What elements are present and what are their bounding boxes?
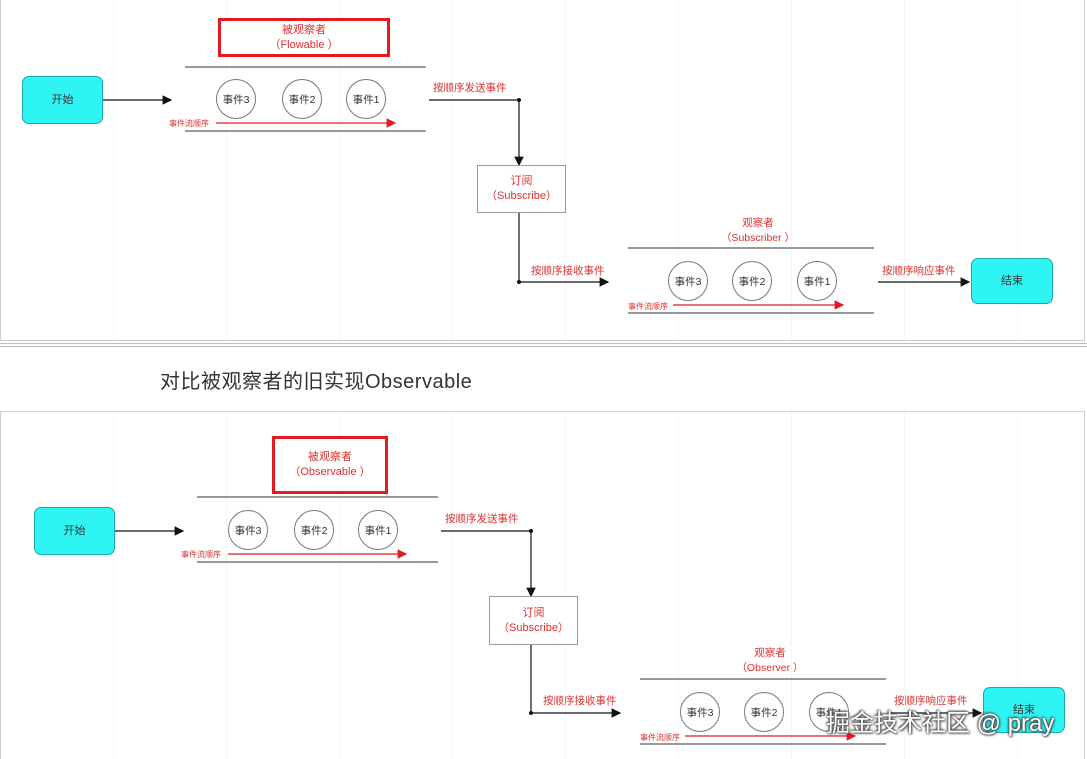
receive-events-label: 按顺序接收事件 <box>531 265 605 277</box>
start-label: 开始 <box>51 93 74 106</box>
start-node: 开始 <box>22 76 103 124</box>
send-connector <box>441 530 536 598</box>
event-label: 事件3 <box>686 706 714 719</box>
subscribe-node: 订阅 （Subscribe） <box>489 596 578 645</box>
send-events-label: 按顺序发送事件 <box>433 82 507 94</box>
event-label: 事件3 <box>234 524 262 537</box>
observable-diagram-panel: 开始 被观察者 （Observable ） 事件3 事件2 事件1 事件流顺序 … <box>0 411 1085 759</box>
end-label: 结束 <box>1013 703 1035 716</box>
subscribe-title: 订阅 <box>522 606 545 619</box>
observer-event-1-node: 事件1 <box>797 261 837 301</box>
event-label: 事件2 <box>288 93 316 106</box>
receive-events-label: 按顺序接收事件 <box>543 695 617 707</box>
subscribe-subtitle: （Subscribe） <box>486 190 557 202</box>
respond-events-label: 按顺序响应事件 <box>894 695 968 707</box>
observable-subtitle: （Observable ） <box>289 466 371 478</box>
flowable-diagram-panel: 开始 被观察者 （Flowable ） 事件3 事件2 事件1 事件流顺序 按顺… <box>0 0 1085 341</box>
observable-title: 被观察者 <box>282 23 326 36</box>
observable-connectors <box>115 496 983 745</box>
event-label: 事件1 <box>352 93 380 106</box>
start-label: 开始 <box>63 524 86 537</box>
observer-flow-label: 事件流顺序 <box>640 733 680 742</box>
divider <box>0 343 1087 344</box>
event-1-node: 事件1 <box>358 510 398 550</box>
end-node: 结束 <box>971 258 1053 304</box>
observer-title: 观察者 <box>742 217 774 229</box>
observer-flow-label: 事件流顺序 <box>628 302 668 311</box>
observable-highlight-box: 被观察者 （Observable ） <box>272 436 388 494</box>
grid-background <box>1 412 1084 759</box>
observable-subtitle: （Flowable ） <box>269 38 339 51</box>
observer-heading: 观察者 （Observer ） <box>690 646 850 676</box>
event-flow-label: 事件流顺序 <box>181 550 221 559</box>
section-title: 对比被观察者的旧实现Observable <box>160 371 473 393</box>
event-label: 事件1 <box>815 706 843 719</box>
event-3-node: 事件3 <box>228 510 268 550</box>
event-label: 事件2 <box>738 275 766 288</box>
observer-event-3-node: 事件3 <box>668 261 708 301</box>
subscribe-node: 订阅 （Subscribe） <box>477 165 566 213</box>
event-label: 事件1 <box>803 275 831 288</box>
observable-highlight-box: 被观察者 （Flowable ） <box>218 18 390 57</box>
observer-subtitle: （Subscriber ） <box>720 232 796 244</box>
observer-title: 观察者 <box>754 647 786 659</box>
event-1-node: 事件1 <box>346 79 386 119</box>
event-3-node: 事件3 <box>216 79 256 119</box>
end-label: 结束 <box>1001 274 1023 287</box>
end-node: 结束 <box>983 687 1065 733</box>
start-node: 开始 <box>34 507 115 555</box>
divider <box>0 346 1087 347</box>
event-2-node: 事件2 <box>282 79 322 119</box>
event-label: 事件3 <box>222 93 250 106</box>
event-label: 事件3 <box>674 275 702 288</box>
flowable-connectors <box>103 66 971 314</box>
send-events-label: 按顺序发送事件 <box>445 513 519 525</box>
observer-event-3-node: 事件3 <box>680 692 720 732</box>
observer-event-2-node: 事件2 <box>732 261 772 301</box>
observable-title: 被观察者 <box>308 451 352 463</box>
observer-subtitle: （Observer ） <box>736 662 804 674</box>
event-flow-label: 事件流顺序 <box>169 119 209 128</box>
event-label: 事件1 <box>364 524 392 537</box>
event-label: 事件2 <box>750 706 778 719</box>
subscribe-title: 订阅 <box>510 175 533 187</box>
observer-heading: 观察者 （Subscriber ） <box>678 216 838 246</box>
subscribe-subtitle: （Subscribe） <box>498 621 569 634</box>
event-label: 事件2 <box>300 524 328 537</box>
send-connector <box>429 99 524 167</box>
event-2-node: 事件2 <box>294 510 334 550</box>
respond-events-label: 按顺序响应事件 <box>882 265 956 277</box>
watermark: 掘金技术社区 @ pray <box>826 710 1055 737</box>
observer-event-1-node: 事件1 <box>809 692 849 732</box>
observer-event-2-node: 事件2 <box>744 692 784 732</box>
